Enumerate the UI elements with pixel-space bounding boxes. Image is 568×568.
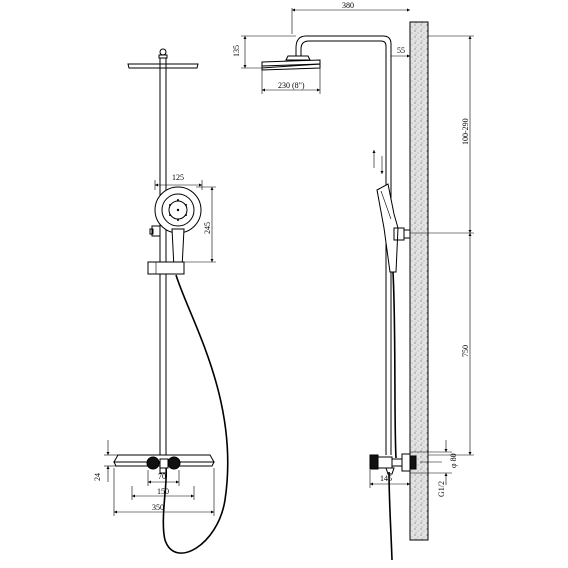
mixer-side [369, 453, 417, 475]
slider-holder [147, 261, 185, 275]
dim-shelf-width: 350 [152, 503, 164, 512]
dim-thread-size: G1/2 [437, 481, 446, 497]
hose-side [388, 471, 393, 561]
dim-hand-shower-width: 125 [172, 173, 184, 182]
hand-shower-front [154, 186, 202, 269]
dim-valve-inner: 70 [158, 472, 166, 481]
front-view: 125 245 24 70 150 350 [93, 48, 229, 554]
dim-shelf-thickness: 24 [93, 473, 102, 481]
dim-arm-drop: 55 [397, 46, 405, 55]
hand-shower-side [376, 183, 399, 273]
dim-riser-height: 100-290 [461, 118, 470, 145]
dim-head-diameter: 230 (8") [278, 81, 305, 90]
dim-wall-offset: 145 [380, 474, 392, 483]
dim-valve-centers: 150 [157, 487, 169, 496]
valve-left [146, 456, 160, 470]
overhead-head-front [127, 63, 199, 69]
dim-hand-shower-height: 245 [203, 222, 212, 234]
dim-bar-height: 750 [461, 345, 470, 357]
valve-right [167, 456, 181, 470]
side-view: 380 135 55 230 (8") 100-290 7 [232, 1, 474, 561]
wall-section [409, 21, 429, 541]
dim-head-height: 135 [232, 45, 241, 57]
dim-arm-length: 380 [342, 1, 354, 10]
hose-front [162, 274, 229, 554]
dim-inlet-diameter: φ 80 [449, 453, 458, 468]
